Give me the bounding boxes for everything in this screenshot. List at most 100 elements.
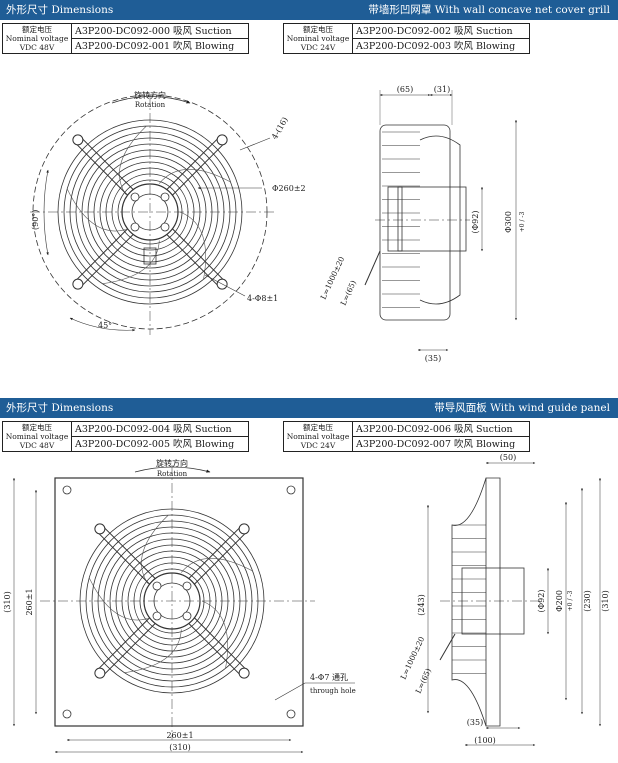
model-table-48v: 额定电压 Nominal voltage VDC 48V A3P200-DC09…	[2, 421, 249, 452]
side-view-wall-grill	[364, 90, 517, 351]
side-view-guide-panel	[427, 462, 601, 746]
dim-300: Φ300	[504, 211, 513, 233]
dim-holes-en: through hole	[310, 687, 356, 695]
rotation-label-cn: 旋转方向	[156, 458, 188, 468]
corner-hole	[286, 709, 296, 719]
dim-holes: 4-Φ8±1	[247, 294, 278, 303]
dim-92: (Φ92)	[471, 211, 480, 234]
front-view-wall-grill	[30, 94, 275, 335]
model-table-48v: 额定电压 Nominal voltage VDC 48V A3P200-DC09…	[2, 23, 249, 54]
bolt	[160, 192, 170, 202]
fan-blade	[66, 188, 126, 232]
bolt	[152, 611, 162, 621]
hole-leader	[204, 274, 246, 297]
dim-height-310: (310)	[3, 591, 12, 613]
grill-strut	[74, 228, 128, 282]
corner-hole	[62, 709, 72, 719]
section-title-left: 外形尺寸 Dimensions	[6, 4, 114, 16]
grill-fins	[382, 131, 420, 308]
rotation-label-en: Rotation	[135, 101, 166, 109]
section-title-left: 外形尺寸 Dimensions	[6, 402, 114, 414]
corner-hole	[62, 485, 72, 495]
dim-92: (Φ92)	[537, 590, 546, 613]
fan-blade	[179, 211, 206, 280]
strut-foot	[94, 667, 106, 679]
bolt	[152, 581, 162, 591]
strut-foot	[216, 134, 228, 146]
grill-strut	[188, 525, 242, 579]
bolt	[182, 611, 192, 621]
dim-35: (35)	[467, 718, 483, 727]
grill-strut	[188, 623, 242, 677]
strut-foot	[238, 523, 250, 535]
grill-strut	[102, 623, 156, 677]
strut-foot	[94, 523, 106, 535]
dim-d260: Φ260±2	[272, 184, 306, 193]
grill-strut	[172, 142, 226, 196]
cable	[364, 250, 381, 286]
grill-strut	[166, 136, 220, 190]
grill-strut	[80, 136, 134, 190]
dim-width-260: 260±1	[166, 731, 193, 740]
model-table-24v: 额定电压 Nominal voltage VDC 24V A3P200-DC09…	[283, 23, 530, 54]
grill-fins	[452, 524, 486, 674]
dim-243: (243)	[417, 594, 426, 616]
section-title-right: 带导风面板 With wind guide panel	[434, 402, 610, 414]
strut-foot	[72, 134, 84, 146]
dim-35: (35)	[425, 354, 441, 363]
dim-200-tolerance: +0 / -3	[567, 591, 574, 612]
dim-300-tolerance: +0 / -3	[519, 212, 526, 233]
grill-strut	[172, 228, 226, 282]
motor-body	[397, 186, 467, 252]
rotation-arrow	[134, 466, 211, 473]
corner-holes	[62, 485, 296, 719]
shroud-profile	[451, 477, 487, 727]
grill-struts	[94, 523, 250, 679]
voltage-label-en: Nominal voltage	[5, 432, 69, 441]
strut-foot	[238, 667, 250, 679]
hub-bolts	[152, 581, 192, 621]
bolt	[130, 222, 140, 232]
dim-angle-90: (90°)	[31, 210, 40, 230]
dim-n16: 4-(16)	[270, 116, 290, 141]
bolt	[182, 581, 192, 591]
voltage-label-cn: 额定电压	[22, 423, 52, 432]
dim-holes: 4-Φ7 通孔	[310, 672, 348, 682]
cable	[439, 633, 456, 661]
angle-90-arc	[43, 169, 49, 256]
rotation-label-en: Rotation	[157, 470, 188, 478]
hub-bolts	[130, 192, 170, 232]
voltage-cell: 额定电压 Nominal voltage VDC 48V	[2, 23, 72, 54]
model-blowing: A3P200-DC092-005 吹风 Blowing	[71, 436, 249, 452]
grill-profile	[379, 124, 451, 321]
dim-310: (310)	[601, 590, 610, 612]
voltage-cell: 额定电压 Nominal voltage VDC 24V	[283, 421, 353, 452]
voltage-value: VDC 48V	[19, 441, 55, 450]
voltage-label-cn: 额定电压	[303, 25, 333, 34]
corner-hole	[286, 485, 296, 495]
fan-blade	[88, 577, 148, 621]
dim-angle-45: 45°	[98, 321, 112, 330]
grill-strut	[74, 142, 128, 196]
fan-blades	[88, 514, 253, 673]
strut-foot	[72, 278, 84, 290]
grill-strut	[194, 617, 248, 671]
section-header-wall-cover: 外形尺寸 Dimensions 带墙形凹网罩 With wall concave…	[0, 0, 618, 20]
model-blowing: A3P200-DC092-003 吹风 Blowing	[352, 38, 530, 54]
voltage-label-cn: 额定电压	[303, 423, 333, 432]
voltage-value: VDC 24V	[300, 43, 336, 52]
voltage-value: VDC 24V	[300, 441, 336, 450]
motor-flange	[387, 186, 403, 252]
dim-65: (65)	[397, 85, 413, 94]
front-view-guide-panel	[13, 465, 355, 753]
dim-height-260: 260±1	[25, 588, 34, 615]
grill-strut	[102, 525, 156, 579]
hole-leader	[274, 682, 306, 701]
rotation-arrow	[111, 96, 191, 104]
fan-blade	[124, 629, 182, 673]
fan-blades	[66, 125, 231, 284]
dim-cable-65: L=(65)	[414, 667, 433, 695]
voltage-label-en: Nominal voltage	[286, 432, 350, 441]
grill-struts	[72, 134, 228, 290]
